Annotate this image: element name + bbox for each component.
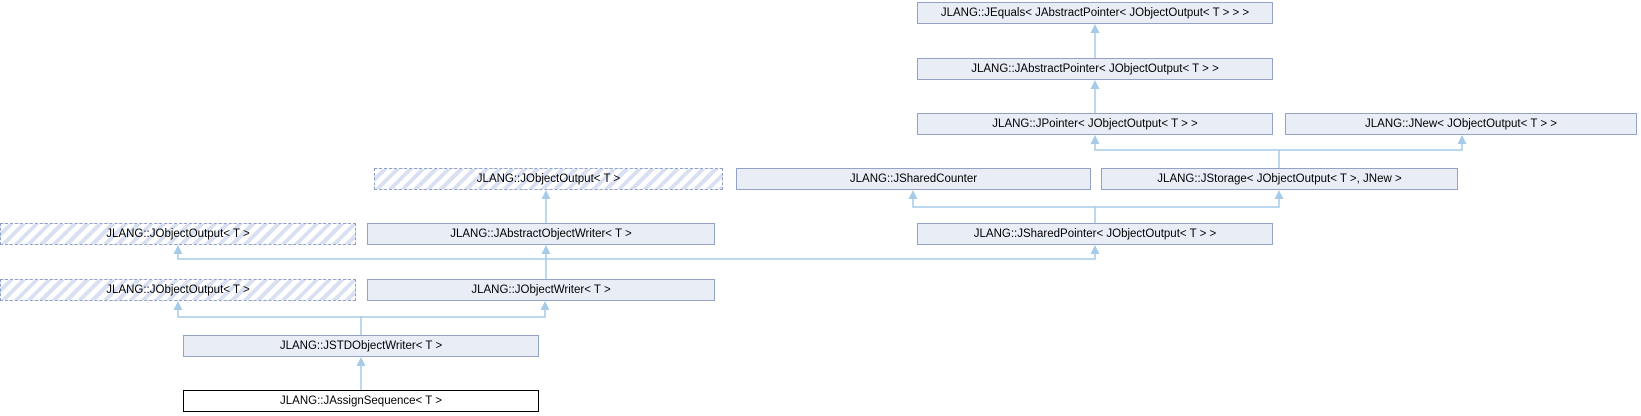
edge-jobjectwriter-to-jsharedpointer (546, 245, 1100, 260)
class-node-jpointer[interactable]: JLANG::JPointer< JObjectOutput< T > > (917, 113, 1273, 135)
edge-jsharedpointer-to-jsharedcounter (908, 190, 1096, 223)
edge-jstdobjectwriter-to-jobjectwriter (361, 301, 550, 318)
class-node-jnew[interactable]: JLANG::JNew< JObjectOutput< T > > (1285, 113, 1637, 135)
edge-jabstractpointer-to-jequals (1090, 24, 1100, 58)
class-node-jassignsequence-focus: JLANG::JAssignSequence< T > (183, 390, 539, 412)
class-node-jequals[interactable]: JLANG::JEquals< JAbstractPointer< JObjec… (917, 2, 1273, 24)
class-node-jstdobjectwriter[interactable]: JLANG::JSTDObjectWriter< T > (183, 335, 539, 357)
class-node-jobjectoutput-dup-2: JLANG::JObjectOutput< T > (0, 223, 356, 245)
class-node-jsharedcounter[interactable]: JLANG::JSharedCounter (736, 168, 1091, 190)
edge-jstorage-to-jpointer (1090, 135, 1280, 168)
class-node-jabstractobjectwriter[interactable]: JLANG::JAbstractObjectWriter< T > (367, 223, 715, 245)
class-node-jsharedpointer[interactable]: JLANG::JSharedPointer< JObjectOutput< T … (917, 223, 1273, 245)
class-node-jobjectwriter[interactable]: JLANG::JObjectWriter< T > (367, 279, 715, 301)
class-node-jobjectoutput-dup-3: JLANG::JObjectOutput< T > (0, 279, 356, 301)
class-node-jabstractpointer[interactable]: JLANG::JAbstractPointer< JObjectOutput< … (917, 58, 1273, 80)
edge-jstorage-to-jnew (1279, 135, 1467, 151)
edge-jsharedpointer-to-jstorage (1095, 190, 1284, 208)
class-node-jobjectoutput-dup-1: JLANG::JObjectOutput< T > (374, 168, 723, 190)
edge-jobjectwriter-to-jobjectoutput (173, 245, 547, 279)
edge-jpointer-to-jabstractpointer (1090, 80, 1100, 113)
edge-jobjectwriter-to-jabstractobjectwriter (541, 245, 551, 259)
edge-jassignsequence-to-jstdobjectwriter (356, 357, 366, 390)
edge-jabstractobjectwriter-to-jobjectoutput (541, 190, 551, 223)
class-node-jstorage[interactable]: JLANG::JStorage< JObjectOutput< T >, JNe… (1101, 168, 1458, 190)
edge-jstdobjectwriter-to-jobjectoutput (173, 301, 362, 335)
